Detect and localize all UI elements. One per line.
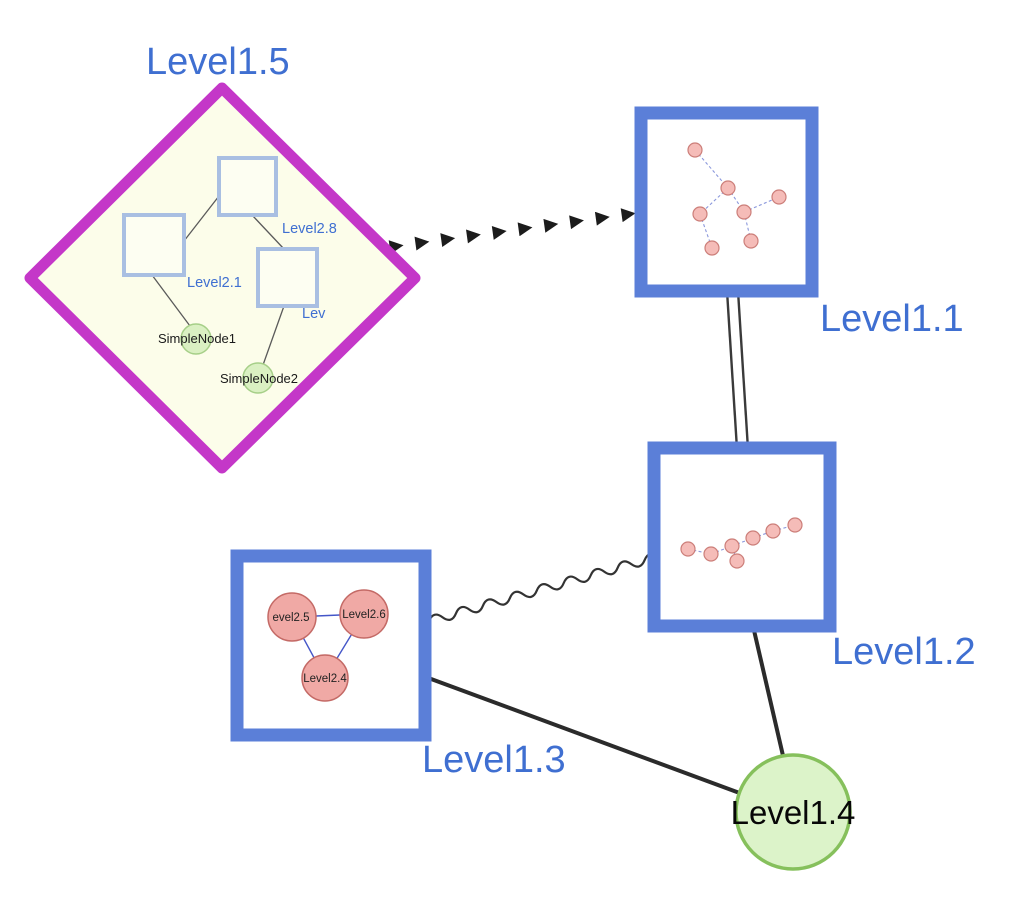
subgraph-node[interactable] — [724, 538, 740, 554]
edge-level15-level11[interactable] — [388, 208, 636, 255]
subgraph-node[interactable] — [787, 517, 803, 533]
wavy-path — [427, 552, 659, 622]
node-level24-label: Level2.4 — [303, 673, 347, 685]
subgraph-node[interactable] — [680, 541, 696, 557]
subgraph-node[interactable] — [745, 530, 761, 546]
subgraph-node[interactable] — [703, 546, 719, 562]
subgraph-node[interactable] — [704, 240, 720, 256]
node-level24[interactable] — [301, 654, 349, 702]
subgraph-node[interactable] — [765, 523, 781, 539]
node-level26-label: Level2.6 — [342, 609, 385, 621]
node-level25[interactable] — [267, 592, 317, 642]
edge-level13-level14[interactable] — [422, 674, 746, 797]
node-level21[interactable] — [122, 213, 186, 277]
node-level13-label: Level1.3 — [422, 739, 566, 781]
edge-lev-simplenode2[interactable] — [262, 305, 285, 366]
node-level12[interactable] — [647, 441, 837, 633]
subgraph-node[interactable] — [692, 206, 708, 222]
node-lev[interactable] — [256, 247, 319, 308]
node-lev-label: Lev — [302, 306, 326, 322]
node-simplenode2-label: SimpleNode2 — [220, 371, 298, 386]
subgraph-node[interactable] — [729, 553, 745, 569]
edge-level21-simplenode1[interactable] — [151, 274, 191, 327]
node-simplenode2[interactable] — [242, 362, 274, 394]
node-level14-label: Level1.4 — [731, 794, 856, 831]
edge-level28-lev[interactable] — [251, 214, 285, 250]
edge-level11-level12[interactable] — [725, 290, 750, 450]
node-level13-frame[interactable] — [230, 549, 432, 742]
subgraph-node[interactable] — [720, 180, 736, 196]
double-edge-line-1 — [725, 290, 739, 450]
node-level28[interactable] — [217, 156, 278, 217]
node-level13-subgraph: evel2.5 Level2.6 Level2.4 — [267, 589, 389, 702]
node-simplenode1-label: SimpleNode1 — [158, 331, 236, 346]
subgraph-edge[interactable] — [694, 149, 729, 189]
node-level11-subgraph — [687, 142, 787, 256]
node-level12-frame[interactable] — [647, 441, 837, 633]
subgraph-edge[interactable] — [687, 548, 712, 555]
node-level13[interactable]: evel2.5 Level2.6 Level2.4 — [230, 549, 432, 742]
node-level21-label: Level2.1 — [187, 275, 242, 291]
node-level14[interactable]: Level1.4 — [731, 753, 856, 871]
edge-level13-level12[interactable] — [427, 552, 660, 625]
subgraph-node[interactable] — [771, 189, 787, 205]
node-level12-label: Level1.2 — [832, 631, 976, 673]
node-level25-label: evel2.5 — [272, 612, 309, 624]
double-edge-line-2 — [736, 290, 750, 450]
node-level12-subgraph — [680, 517, 803, 569]
edge-level21-level28[interactable] — [183, 195, 220, 242]
node-level14-shape[interactable] — [734, 753, 852, 871]
node-level15[interactable]: Level2.8 Level2.1 Lev SimpleNode1 Simple… — [24, 82, 421, 474]
node-level28-label: Level2.8 — [282, 221, 337, 237]
node-level11-frame[interactable] — [634, 106, 819, 298]
node-level11[interactable] — [634, 106, 819, 298]
node-level11-label: Level1.1 — [820, 298, 964, 340]
subgraph-node[interactable] — [743, 233, 759, 249]
diamond-shape[interactable] — [24, 82, 421, 474]
subgraph-node[interactable] — [687, 142, 703, 158]
edge-level12-level14[interactable] — [751, 625, 786, 761]
node-level26[interactable] — [339, 589, 389, 639]
node-level15-label: Level1.5 — [146, 41, 290, 83]
node-simplenode1[interactable] — [180, 323, 212, 355]
subgraph-node[interactable] — [736, 204, 752, 220]
